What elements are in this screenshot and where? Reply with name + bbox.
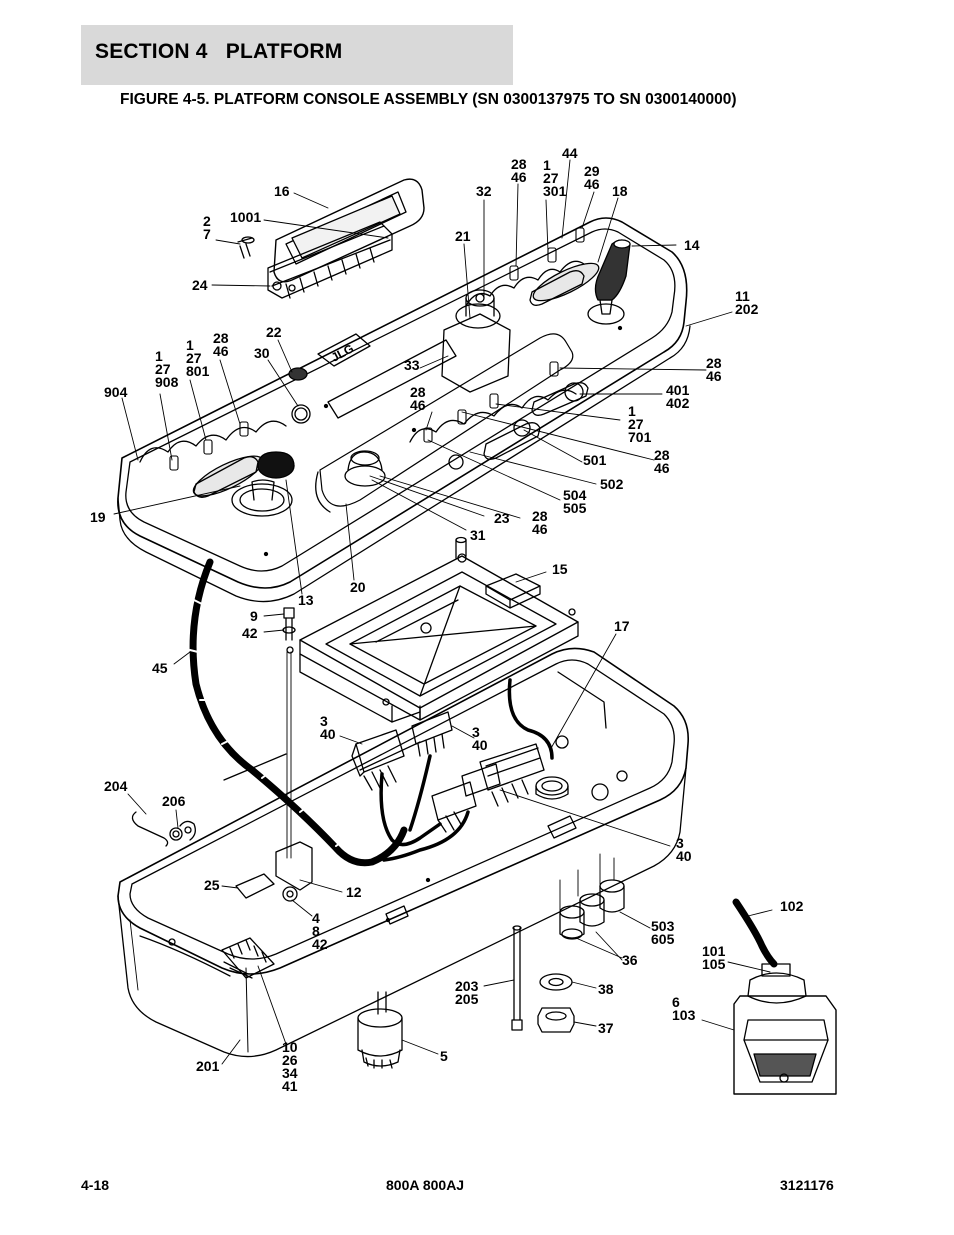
callout-37: 37 [598,1020,614,1036]
section-banner [81,25,513,85]
washer-38 [539,973,573,991]
callout-45: 45 [152,660,168,676]
callout-14: 14 [684,237,700,253]
wiring-harness [379,678,554,862]
callout-102: 102 [780,898,804,914]
control-cable [189,558,408,867]
callout-21: 21 [455,228,471,244]
callout-30: 30 [254,345,270,361]
callout-22: 22 [266,324,282,340]
callout-32: 32 [476,183,492,199]
callout-42: 42 [242,625,258,641]
callout-204: 204 [104,778,128,794]
page-number: 4-18 [81,1177,110,1193]
callout-38: 38 [598,981,614,997]
callout-44: 44 [562,145,578,161]
callout-201: 201 [196,1058,220,1074]
callout-904: 904 [104,384,128,400]
callout-13: 13 [298,592,314,608]
nut-37 [537,1007,575,1033]
model-number: 800A 800AJ [386,1177,465,1193]
callout-25: 25 [204,877,220,893]
callout-16: 16 [274,183,290,199]
connectors [351,711,569,833]
section-title: SECTION 4 PLATFORM [95,40,343,63]
display-assembly [237,178,425,299]
callout-33: 33 [404,357,420,373]
document-number: 3121176 [780,1177,834,1193]
callout-1001: 1001 [230,209,261,225]
callout-206: 206 [162,793,186,809]
mounting-bracket [286,536,579,723]
relay-5 [357,991,403,1069]
callout-9: 9 [250,608,258,624]
leader-lines [113,159,773,1065]
callout-5: 5 [440,1048,448,1064]
strain-reliefs [559,853,625,940]
callout-20: 20 [350,579,366,595]
callout-36: 36 [622,952,638,968]
callout-501: 501 [583,452,607,468]
callout-12: 12 [346,884,362,900]
bolt-9 [282,607,296,859]
bolt-203 [511,925,523,1031]
callout-23: 23 [494,510,510,526]
callout-502: 502 [600,476,624,492]
callout-24: 24 [192,277,208,293]
callout-31: 31 [470,527,486,543]
callout-17: 17 [614,618,630,634]
figure-caption: FIGURE 4-5. PLATFORM CONSOLE ASSEMBLY (S… [120,91,737,108]
callout-18: 18 [612,183,628,199]
foot-switch [732,898,837,1095]
callout-15: 15 [552,561,568,577]
callout-19: 19 [90,509,106,525]
console-lid: JLG [117,217,691,603]
console-base [117,647,690,1058]
